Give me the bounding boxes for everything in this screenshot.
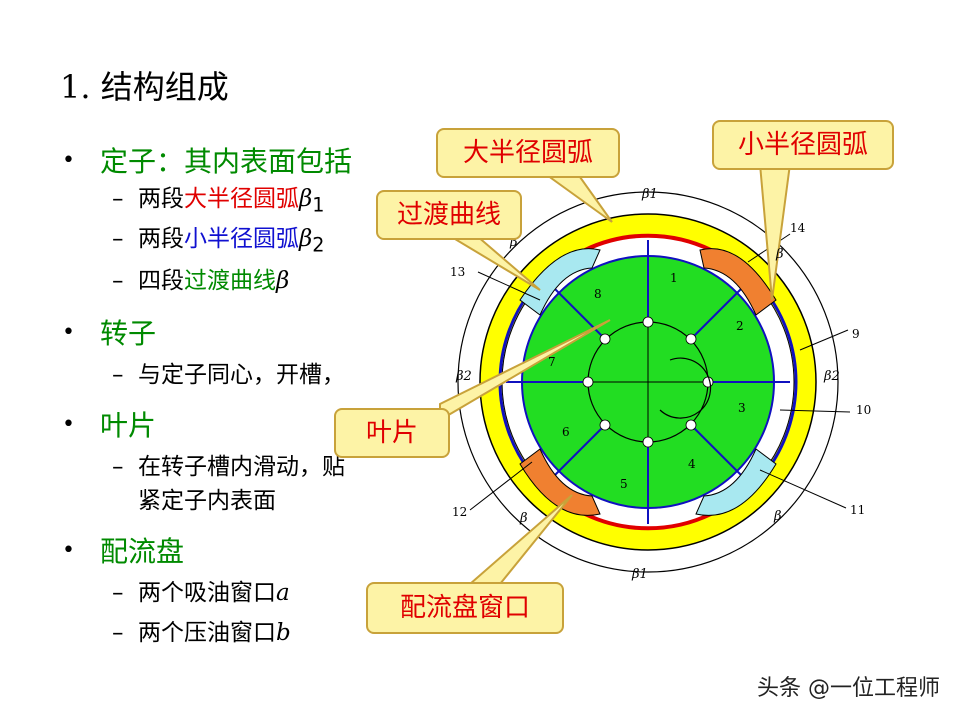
label-4: 4 bbox=[688, 457, 696, 471]
label-7: 7 bbox=[548, 355, 556, 369]
outer-reference-ring bbox=[457, 191, 839, 573]
vane-6 bbox=[545, 424, 606, 485]
label-beta2-left: β2 bbox=[455, 369, 472, 384]
watermark: 头条 @一位工程师 bbox=[757, 676, 940, 701]
bullet-rotor: • 转子 bbox=[62, 312, 156, 352]
rotation-arrow-icon bbox=[659, 357, 712, 419]
bullet-vane-label: 叶片 bbox=[100, 409, 157, 442]
plate-item-1: –两个吸油窗口a bbox=[112, 580, 290, 606]
label-13: 13 bbox=[450, 265, 465, 279]
label-14: 14 bbox=[790, 221, 806, 235]
angle-labels: β1 β1 β2 β2 β β β β bbox=[455, 187, 840, 582]
label-6: 6 bbox=[562, 425, 570, 439]
bullet-stator: • 定子：其内表面包括 bbox=[62, 140, 352, 180]
bullet-plate-label: 配流盘 bbox=[100, 535, 185, 568]
bullet-dot-icon: • bbox=[62, 319, 75, 345]
pressure-port-bottom-left bbox=[519, 448, 601, 516]
label-beta1-top: β1 bbox=[641, 187, 658, 202]
vane-item: –在转子槽内滑动，贴 紧定子内表面 bbox=[112, 454, 345, 514]
bullet-stator-label: 定子：其内表面包括 bbox=[100, 145, 353, 178]
large-arc-top bbox=[584, 233, 712, 252]
stator-item-3: –四段过渡曲线β bbox=[112, 268, 290, 294]
label-beta-br: β bbox=[773, 509, 782, 524]
rotor-item: –与定子同心，开槽， bbox=[112, 362, 345, 388]
callout-transition-curve: 过渡曲线 bbox=[376, 190, 522, 240]
label-10: 10 bbox=[856, 403, 871, 417]
stator-item-2: –两段小半径圆弧β2 bbox=[112, 226, 325, 257]
slide-title: 1. 结构组成 bbox=[60, 68, 229, 106]
large-arc-bottom bbox=[584, 512, 712, 531]
label-beta-bl: β bbox=[519, 511, 528, 526]
bullet-rotor-label: 转子 bbox=[100, 317, 157, 350]
plate-item-2: –两个压油窗口b bbox=[112, 620, 291, 646]
bullet-dot-icon: • bbox=[62, 147, 75, 173]
callout-vane: 叶片 bbox=[334, 408, 450, 458]
suction-port-bottom-right bbox=[695, 448, 777, 516]
label-8: 8 bbox=[594, 287, 602, 301]
suction-port-top-left bbox=[519, 248, 601, 316]
label-12: 12 bbox=[452, 505, 467, 519]
callout-small-arc: 小半径圆弧 bbox=[712, 120, 894, 170]
small-arc-right bbox=[764, 291, 798, 473]
label-3: 3 bbox=[738, 401, 746, 415]
bullet-dot-icon: • bbox=[62, 537, 75, 563]
bullet-plate: • 配流盘 bbox=[62, 530, 184, 570]
label-beta1-bottom: β1 bbox=[631, 567, 648, 582]
bullet-dot-icon: • bbox=[62, 411, 75, 437]
callout-port-window: 配流盘窗口 bbox=[366, 582, 564, 634]
leader-lines bbox=[469, 233, 851, 511]
label-beta-tl: β bbox=[509, 235, 518, 250]
label-beta2-right: β2 bbox=[823, 369, 840, 384]
vane-2 bbox=[690, 279, 751, 340]
label-beta-tr: β bbox=[775, 247, 784, 262]
stator-item-1: –两段大半径圆弧β1 bbox=[112, 186, 325, 217]
label-11: 11 bbox=[850, 503, 865, 517]
bullet-vane: • 叶片 bbox=[62, 404, 156, 444]
label-9: 9 bbox=[852, 327, 860, 341]
vane-slots bbox=[582, 316, 714, 448]
label-5: 5 bbox=[620, 477, 628, 491]
label-1: 1 bbox=[670, 271, 678, 285]
callout-large-arc: 大半径圆弧 bbox=[436, 128, 620, 178]
label-2: 2 bbox=[736, 319, 744, 333]
vane-4 bbox=[690, 424, 751, 485]
part-numbers: 1 2 3 4 5 6 7 8 9 10 11 12 13 14 bbox=[450, 221, 871, 519]
pressure-port-top-right bbox=[699, 248, 777, 316]
